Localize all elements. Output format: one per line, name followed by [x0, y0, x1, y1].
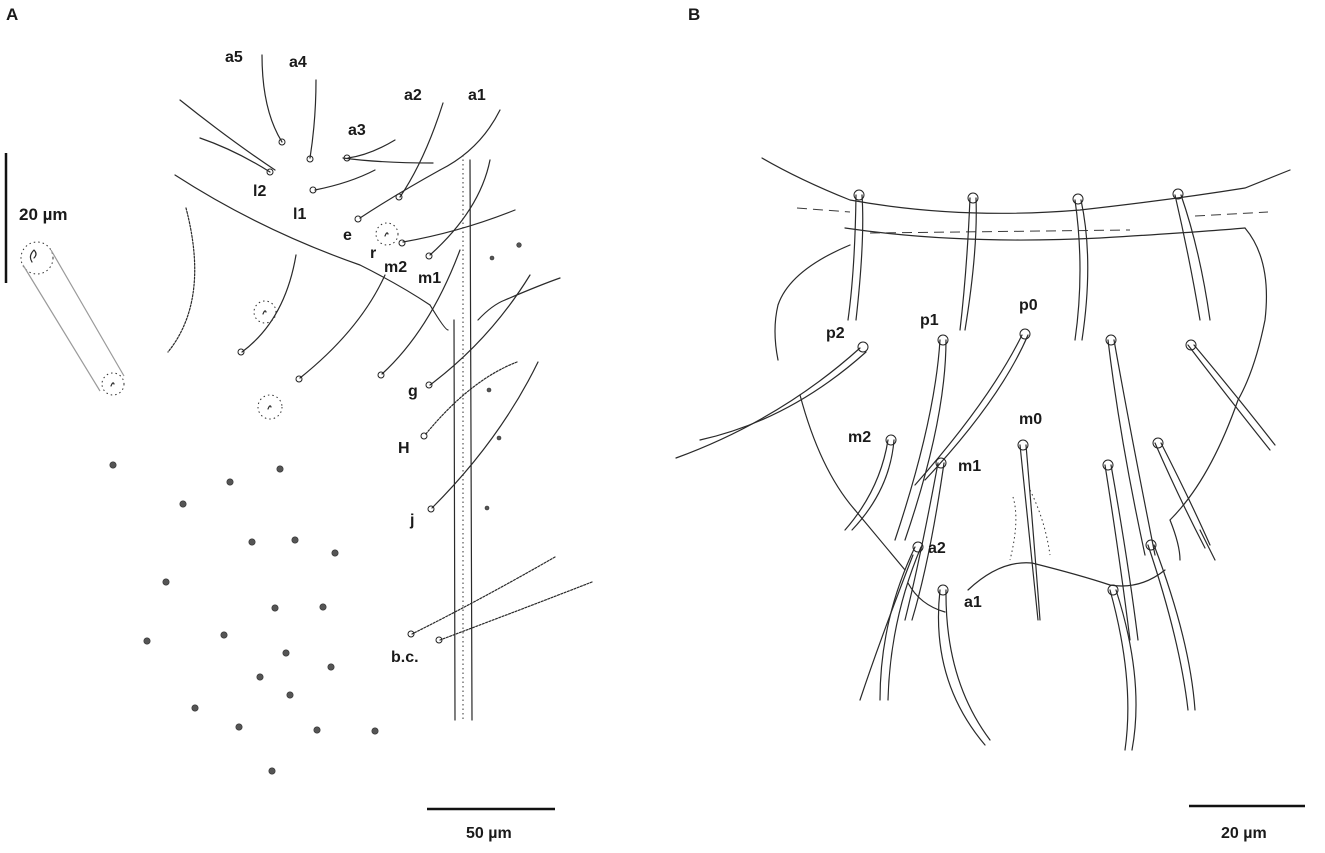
setae-b — [675, 188, 1276, 751]
panel-b: B — [675, 5, 1305, 842]
label-a5: a5 — [225, 49, 243, 66]
label-m2: m2 — [384, 259, 407, 276]
inset-scale-label: 20 µm — [19, 205, 68, 224]
panel-b-labels: p2 p1 p0 m2 m1 m0 a2 a1 — [826, 297, 1042, 611]
label-e: e — [343, 227, 352, 244]
label-r: r — [370, 245, 376, 262]
label-m1: m1 — [418, 270, 441, 287]
panel-b-letter: B — [688, 5, 700, 24]
body-outline-b — [761, 157, 1291, 613]
label-a1: a1 — [468, 87, 486, 104]
label-m0: m0 — [1019, 411, 1042, 428]
label-a1: a1 — [964, 594, 982, 611]
label-bc: b.c. — [391, 649, 419, 666]
label-p1: p1 — [920, 312, 939, 329]
label-a2: a2 — [404, 87, 422, 104]
label-H: H — [398, 440, 410, 457]
panel-a-labels: a5 a4 a3 a2 a1 l2 l1 e r m2 m1 g H j b.c… — [225, 49, 486, 666]
label-a2: a2 — [928, 540, 946, 557]
body-outline — [174, 99, 561, 721]
label-p0: p0 — [1019, 297, 1038, 314]
pore-field — [109, 461, 379, 775]
label-p2: p2 — [826, 325, 845, 342]
label-l2: l2 — [253, 183, 266, 200]
setae-a — [167, 54, 593, 644]
scale-bar-a-label: 50 µm — [466, 825, 512, 842]
label-a3: a3 — [348, 122, 366, 139]
label-g: g — [408, 383, 418, 400]
label-m2: m2 — [848, 429, 871, 446]
enlargement-inset — [20, 241, 125, 396]
panel-a: A 20 µm — [4, 5, 593, 842]
label-a4: a4 — [289, 54, 307, 71]
label-m1: m1 — [958, 458, 981, 475]
scale-bar-b-label: 20 µm — [1221, 825, 1267, 842]
label-l1: l1 — [293, 206, 306, 223]
panel-a-letter: A — [6, 5, 18, 24]
label-j: j — [409, 512, 414, 529]
